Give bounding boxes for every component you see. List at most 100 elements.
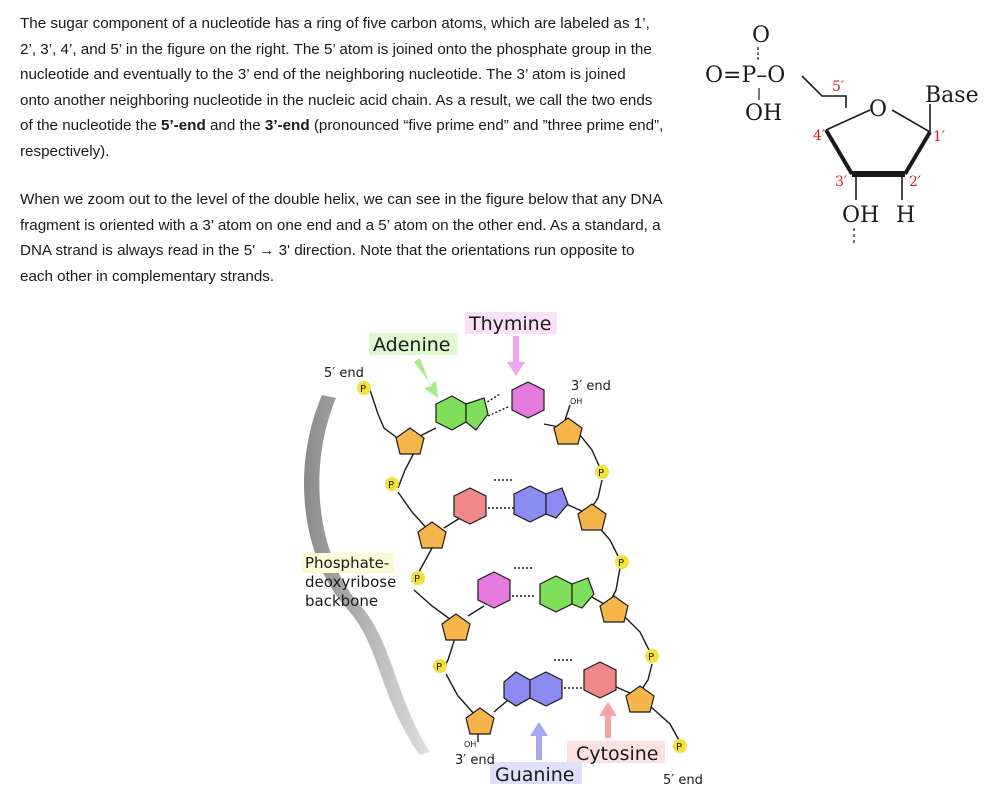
phosphate-group: P (673, 739, 687, 753)
oh-top-label: OH (570, 397, 582, 406)
backbone-label-line1: Phosphate- (305, 554, 389, 572)
oh-label: OH (745, 101, 782, 126)
text-line: each other in complementary strands. (20, 267, 275, 285)
backbone-arc (304, 395, 430, 755)
five-prime-end-top-label: 5′ end (324, 366, 364, 381)
backbone-bond (611, 567, 621, 599)
text-line: of the nucleotide the 5’-end and the 3’-… (20, 113, 710, 139)
text-line: nucleotide and eventually to the 3’ end … (20, 66, 626, 84)
text-segment: and the (205, 117, 265, 135)
phosphate-group: P (645, 649, 659, 663)
sugar-ring (465, 707, 495, 735)
backbone-label-line2: deoxyribose (305, 573, 396, 591)
cytosine-ring (453, 487, 487, 525)
adenine-ring (539, 575, 573, 613)
carbon-4-label: 4′ (813, 128, 825, 144)
text-segment: (pronounced “five prime end” and ”three … (309, 117, 664, 135)
cytosine-arrow (599, 702, 617, 738)
adenine-ring (435, 395, 467, 431)
text-line: When we zoom out to the level of the dou… (20, 191, 663, 208)
base-label: Base (925, 83, 979, 108)
backbone-bond (649, 705, 681, 743)
phosphate-group: P (433, 659, 447, 673)
glycosidic-bond (419, 427, 437, 437)
three-prime-end-top-label: 3′ end (571, 379, 611, 394)
bold-three-prime-end: 3’-end (264, 117, 310, 135)
backbone-bond (619, 611, 651, 653)
cytosine-highlight (567, 741, 665, 763)
sugar-ring (417, 521, 447, 549)
svg-text:P: P (618, 558, 624, 569)
adenine-label: Adenine (373, 334, 450, 356)
backbone-highlight (302, 553, 394, 573)
backbone-bond (445, 673, 477, 717)
svg-text:P: P (676, 742, 682, 753)
sugar-ring (441, 613, 471, 641)
phosphate-group: P (595, 465, 609, 479)
bottom-h-label: H (896, 203, 915, 228)
top-oxygen-label: O (752, 23, 770, 48)
backbone-bond (413, 589, 455, 623)
glycosidic-bond (589, 595, 605, 605)
thymine-label: Thymine (468, 313, 551, 335)
svg-text:P: P (598, 468, 604, 479)
thymine-ring (511, 381, 545, 419)
ring-oxygen-label: O (869, 97, 887, 122)
five-prime-end-bottom-label: 5′ end (663, 773, 703, 788)
glycosidic-bond (467, 605, 485, 617)
sugar-ring (553, 417, 583, 445)
sugar-ring (395, 427, 425, 455)
cytosine-ring (583, 661, 617, 699)
cytosine-label: Cytosine (576, 743, 659, 765)
phosphate-group: P (357, 381, 371, 395)
backbone-label-line3: backbone (305, 592, 378, 610)
guanine-arrow (530, 722, 548, 760)
glycosidic-bond (493, 699, 509, 713)
guanine-ring (545, 487, 569, 519)
o-c5-bond (801, 75, 847, 108)
text-line: The sugar component of a nucleotide has … (20, 15, 650, 32)
bottom-oh-label: OH (842, 203, 879, 228)
ring-bond-bold (903, 130, 932, 176)
glycosidic-bond (565, 503, 585, 513)
svg-text:P: P (648, 652, 654, 663)
phosphate-group: P (385, 477, 399, 491)
text-line: onto another neighboring nucleotide in t… (20, 91, 653, 109)
glycosidic-bond (613, 685, 633, 695)
text-line: fragment is oriented with a 3’ atom on o… (20, 216, 661, 234)
oh-bottom-label: OH (464, 740, 476, 749)
adenine-ring (571, 577, 595, 609)
text-line: 2’, 3’, 4’, and 5’ in the figure on the … (20, 40, 652, 58)
three-prime-end-bottom-label: 3′ end (455, 753, 495, 768)
sugar-ring (577, 503, 607, 531)
phosphate-label: O=P–O (705, 63, 785, 88)
paragraph-sugar-description: The sugar component of a nucleotide has … (20, 11, 710, 165)
ring-bond (825, 109, 871, 131)
backbone-bond (397, 491, 431, 533)
ring-bond (891, 109, 931, 133)
hydrogen-bond (483, 393, 501, 405)
guanine-ring (529, 671, 563, 707)
phosphate-group: P (615, 555, 629, 569)
paragraph-double-helix: When we zoom out to the level of the dou… (20, 187, 710, 289)
backbone-bond (575, 429, 601, 469)
svg-text:P: P (388, 480, 394, 491)
svg-text:P: P (436, 662, 442, 673)
backbone-bond (369, 389, 401, 441)
svg-text:P: P (360, 384, 366, 395)
adenine-highlight (369, 333, 457, 355)
carbon-5-label: 5′ (832, 79, 844, 95)
bold-five-prime-end: 5’-end (161, 117, 206, 135)
phosphate-groups: P P P P P P P P (357, 381, 687, 753)
sugar-ring (599, 595, 629, 623)
text-line: respectively). (20, 142, 110, 160)
thymine-ring (477, 571, 511, 609)
svg-text:P: P (414, 574, 420, 585)
hydrogen-bond (487, 405, 511, 417)
backbone-bond (564, 404, 571, 421)
sugar-ring (625, 685, 655, 713)
guanine-ring (503, 671, 531, 707)
adenine-ring (465, 397, 489, 431)
text-segment: of the nucleotide the (20, 117, 162, 135)
